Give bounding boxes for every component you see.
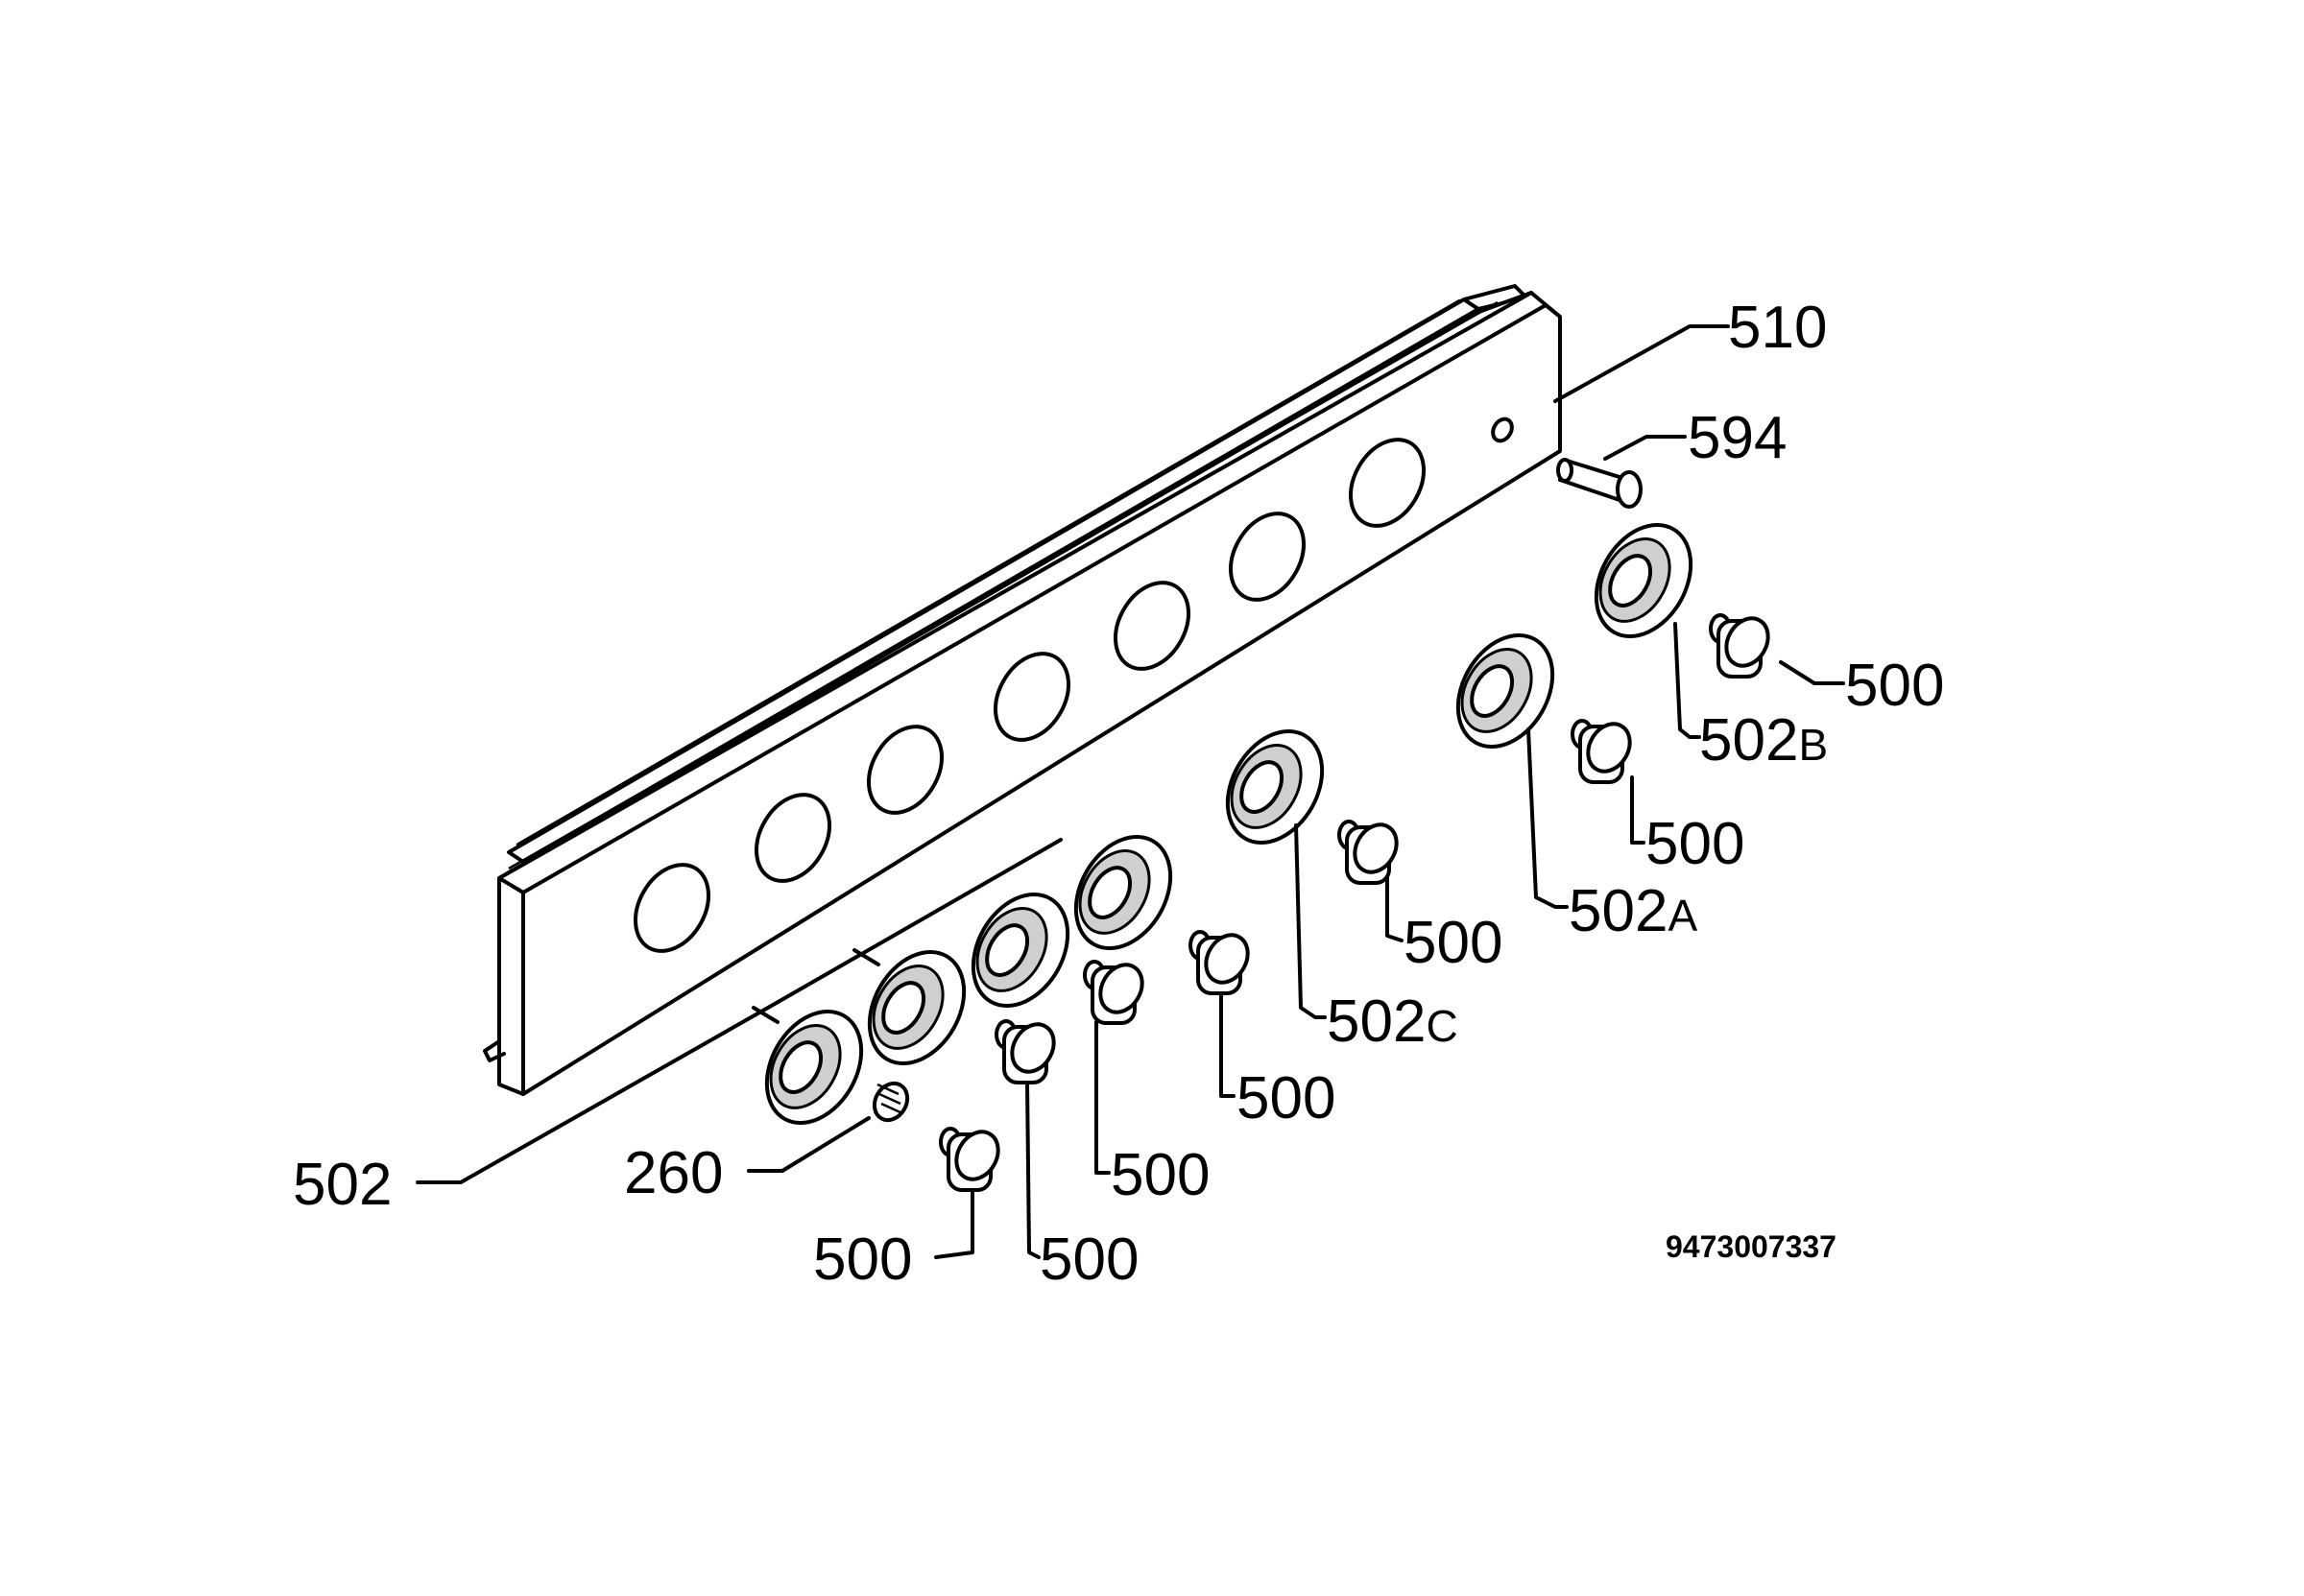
label-500-c: 500 bbox=[1404, 910, 1502, 976]
drawing-number: 9473007337 bbox=[1666, 1229, 1836, 1264]
label-510: 510 bbox=[1728, 295, 1827, 361]
pin bbox=[1556, 458, 1643, 509]
label-500-e: 500 bbox=[1111, 1142, 1210, 1208]
bezel-ring-502b bbox=[1594, 522, 1693, 639]
label-502: 502 bbox=[293, 1152, 392, 1218]
label-502c: 502C bbox=[1327, 989, 1458, 1055]
spring bbox=[872, 1081, 910, 1123]
label-500-a: 500 bbox=[1845, 653, 1944, 719]
label-594: 594 bbox=[1688, 405, 1787, 471]
label-500-g: 500 bbox=[813, 1227, 912, 1293]
bezel-rings-group bbox=[752, 834, 1173, 1126]
label-260: 260 bbox=[624, 1140, 723, 1206]
label-502a: 502A bbox=[1569, 878, 1697, 944]
bezel-ring-502a bbox=[1455, 632, 1555, 750]
label-502b: 502B bbox=[1699, 707, 1828, 774]
label-500-d: 500 bbox=[1236, 1065, 1335, 1131]
control-panel bbox=[483, 284, 1562, 1096]
label-500-b: 500 bbox=[1645, 811, 1744, 877]
panel-knob-holes bbox=[634, 438, 1426, 953]
leader-lines bbox=[416, 324, 1845, 1259]
bezel-ring-502c bbox=[1225, 728, 1325, 846]
label-500-f: 500 bbox=[1040, 1227, 1139, 1293]
